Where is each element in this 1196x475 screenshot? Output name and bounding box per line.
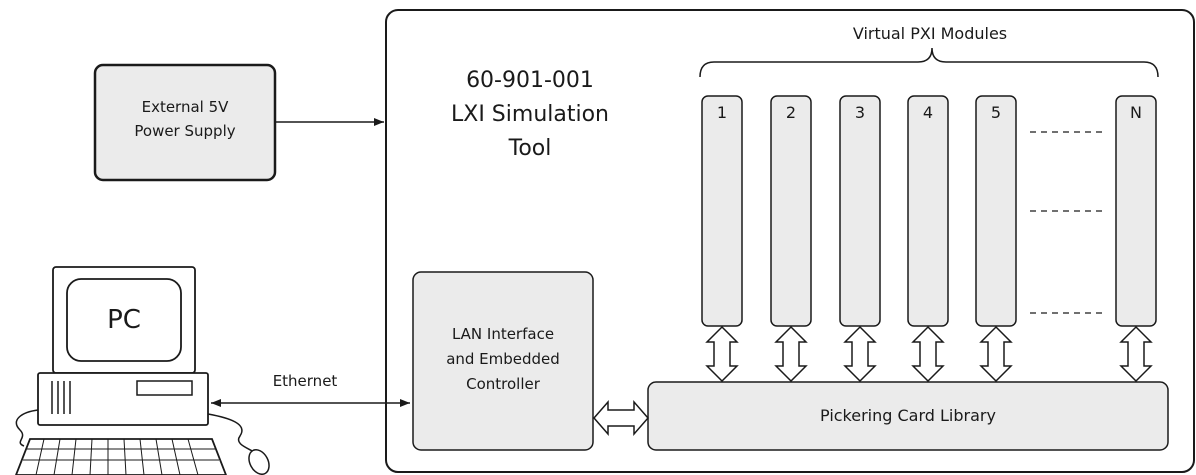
vertical-double-arrows [705, 325, 1153, 383]
module-2 [770, 95, 812, 327]
horizontal-double-arrow [593, 400, 649, 436]
module-label-4: 4 [922, 103, 934, 122]
ethernet-label: Ethernet [272, 372, 338, 390]
pc-screen [66, 278, 182, 362]
lan-label-line-1: LAN Interface [451, 325, 555, 343]
module-label-n: N [1130, 103, 1142, 122]
lan-label-line-3: Controller [466, 375, 540, 393]
double-arrow-1 [705, 325, 739, 383]
pc-label: PC [107, 305, 141, 335]
module-label-5: 5 [990, 103, 1002, 122]
power-supply-line-1: External 5V [141, 98, 229, 116]
double-arrow-4 [911, 325, 945, 383]
pc-mouse-cable [207, 413, 255, 453]
double-arrow-3 [843, 325, 877, 383]
module-n [1115, 95, 1157, 327]
modules-brace [699, 47, 1159, 78]
pc-mouse [248, 449, 270, 475]
module-1 [701, 95, 743, 327]
tool-title-line-2: LXI Simulation [451, 102, 609, 127]
module-label-3: 3 [854, 103, 866, 122]
pc-disk-drive [136, 380, 193, 396]
pc-keyboard-cable [15, 409, 39, 447]
card-library-label: Pickering Card Library [820, 406, 996, 425]
power-supply-line-2: Power Supply [134, 122, 236, 140]
lan-interface-box [412, 271, 594, 451]
double-arrow-n [1119, 325, 1153, 383]
pc-keyboard [15, 438, 227, 475]
modules-caption: Virtual PXI Modules [852, 24, 1008, 43]
double-arrow-2 [774, 325, 808, 383]
module-3 [839, 95, 881, 327]
tool-title-line-1: 60-901-001 [466, 68, 594, 93]
tool-title-line-3: Tool [508, 136, 552, 161]
module-5 [975, 95, 1017, 327]
module-label-1: 1 [716, 103, 728, 122]
module-label-2: 2 [785, 103, 797, 122]
module-4 [907, 95, 949, 327]
pc-illustration [15, 266, 270, 475]
double-arrow-5 [979, 325, 1013, 383]
lan-label-line-2: and Embedded [446, 350, 560, 368]
card-library-box [647, 381, 1169, 451]
